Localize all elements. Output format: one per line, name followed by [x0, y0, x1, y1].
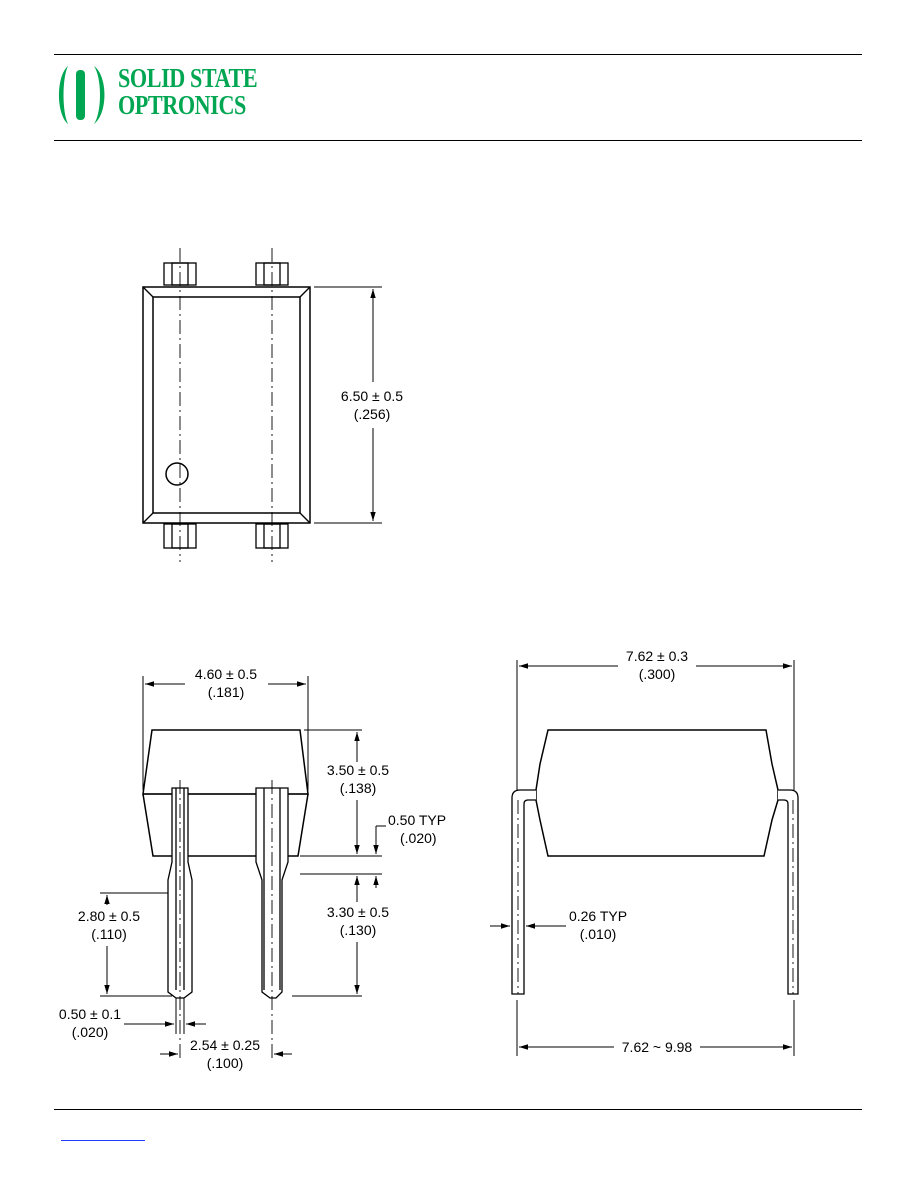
- front-lead-narrow-dim-inch: (.110): [91, 926, 127, 942]
- side-row-spacing-dim-inch: (.300): [639, 666, 676, 682]
- front-lead-narrow-dim-value: 2.80 ± 0.5: [78, 908, 140, 924]
- side-lead-thickness-dim-value: 0.26 TYP: [569, 908, 627, 924]
- front-lead-length-dim-value: 3.30 ± 0.5: [327, 904, 389, 920]
- front-view: [100, 676, 386, 1062]
- header-top-rule: [54, 54, 862, 55]
- top-height-dim-value: 6.50 ± 0.5: [341, 388, 403, 404]
- pin1-marker: [165, 462, 189, 486]
- top-height-dim-inch: (.256): [354, 406, 391, 422]
- company-logo[interactable]: SOLID STATE OPTRONICS: [54, 62, 284, 132]
- logo-line-1: SOLID STATE: [118, 63, 258, 93]
- front-body-height-dim-inch: (.138): [340, 780, 377, 796]
- front-standoff-dim-value: 0.50 TYP: [388, 812, 446, 828]
- top-view-body-inner: [152, 296, 301, 514]
- side-lead-thickness-dim-inch: (.010): [580, 926, 617, 942]
- front-view-body: [142, 729, 309, 795]
- header-bottom-rule: [54, 140, 862, 141]
- front-pitch-dim-inch: (.100): [207, 1055, 244, 1071]
- logo-line-2: OPTRONICS: [118, 90, 246, 120]
- side-view-lead: [778, 789, 799, 995]
- top-view-body: [142, 286, 311, 524]
- front-lead-width-dim-value: 0.50 ± 0.1: [59, 1006, 121, 1022]
- front-lead-width-dim-inch: (.020): [72, 1024, 109, 1040]
- footer-rule: [54, 1109, 862, 1110]
- side-row-spacing-dim-value: 7.62 ± 0.3: [626, 648, 688, 664]
- front-width-dim-inch: (.181): [208, 684, 245, 700]
- front-lead-length-dim-inch: (.130): [340, 922, 377, 938]
- side-view-lead: [511, 789, 536, 995]
- front-standoff-dim-inch: (.020): [400, 830, 437, 846]
- front-pitch-dim-value: 2.54 ± 0.25: [190, 1037, 260, 1053]
- logo-wordmark: SOLID STATE OPTRONICS: [118, 63, 258, 120]
- footer-link[interactable]: [61, 1124, 145, 1141]
- front-view-lead: [255, 787, 289, 999]
- side-view-body: [535, 729, 779, 857]
- side-view: [490, 660, 799, 1056]
- top-view: [142, 248, 382, 562]
- front-width-dim-value: 4.60 ± 0.5: [195, 666, 257, 682]
- front-body-height-dim-value: 3.50 ± 0.5: [327, 762, 389, 778]
- side-lead-spread-dim-value: 7.62 ~ 9.98: [622, 1039, 693, 1055]
- sso-logo-icon: [59, 66, 105, 124]
